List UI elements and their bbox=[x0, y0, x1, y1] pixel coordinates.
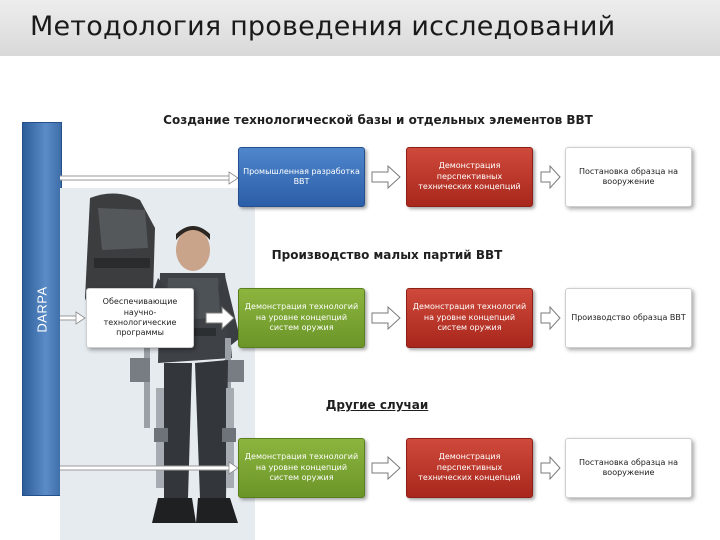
box-adoption-row3: Постановка образца на вооружение bbox=[565, 438, 692, 498]
connector-row-2 bbox=[60, 311, 86, 325]
box-demo-weapon-system-concepts-row3: Демонстрация технологий на уровне концеп… bbox=[238, 438, 365, 498]
arrow-right-icon bbox=[540, 455, 561, 481]
arrow-right-icon bbox=[540, 305, 561, 331]
arrow-right-icon bbox=[371, 164, 401, 190]
arrow-right-icon bbox=[371, 305, 401, 331]
box-adoption: Постановка образца на вооружение bbox=[565, 147, 692, 207]
section-heading-other-cases: Другие случаи bbox=[325, 398, 429, 412]
section-heading-technology-base: Создание технологической базы и отдельны… bbox=[163, 113, 593, 127]
arrow-right-icon bbox=[371, 455, 401, 481]
box-industrial-development: Промышленная разработка ВВТ bbox=[238, 147, 365, 207]
box-demo-weapon-system-concepts-green: Демонстрация технологий на уровне концеп… bbox=[238, 288, 365, 348]
box-demo-advanced-concepts: Демонстрация перспективных технических к… bbox=[406, 147, 533, 207]
arrow-right-icon bbox=[540, 164, 561, 190]
section-heading-small-batch: Производство малых партий ВВТ bbox=[271, 248, 503, 262]
darpa-bar: DARPA bbox=[22, 122, 62, 496]
connector-row-3 bbox=[60, 461, 239, 475]
box-production: Производство образца ВВТ bbox=[565, 288, 692, 348]
page-title: Методология проведения исследований bbox=[30, 11, 616, 42]
box-demo-advanced-concepts-row3: Демонстрация перспективных технических к… bbox=[406, 438, 533, 498]
arrow-right-icon bbox=[205, 305, 235, 331]
box-supporting-programs: Обеспечивающие научно-технологические пр… bbox=[86, 288, 194, 348]
box-demo-weapon-system-concepts-red: Демонстрация технологий на уровне концеп… bbox=[406, 288, 533, 348]
title-bar: Методология проведения исследований bbox=[0, 0, 720, 56]
connector-row-1 bbox=[60, 171, 239, 185]
